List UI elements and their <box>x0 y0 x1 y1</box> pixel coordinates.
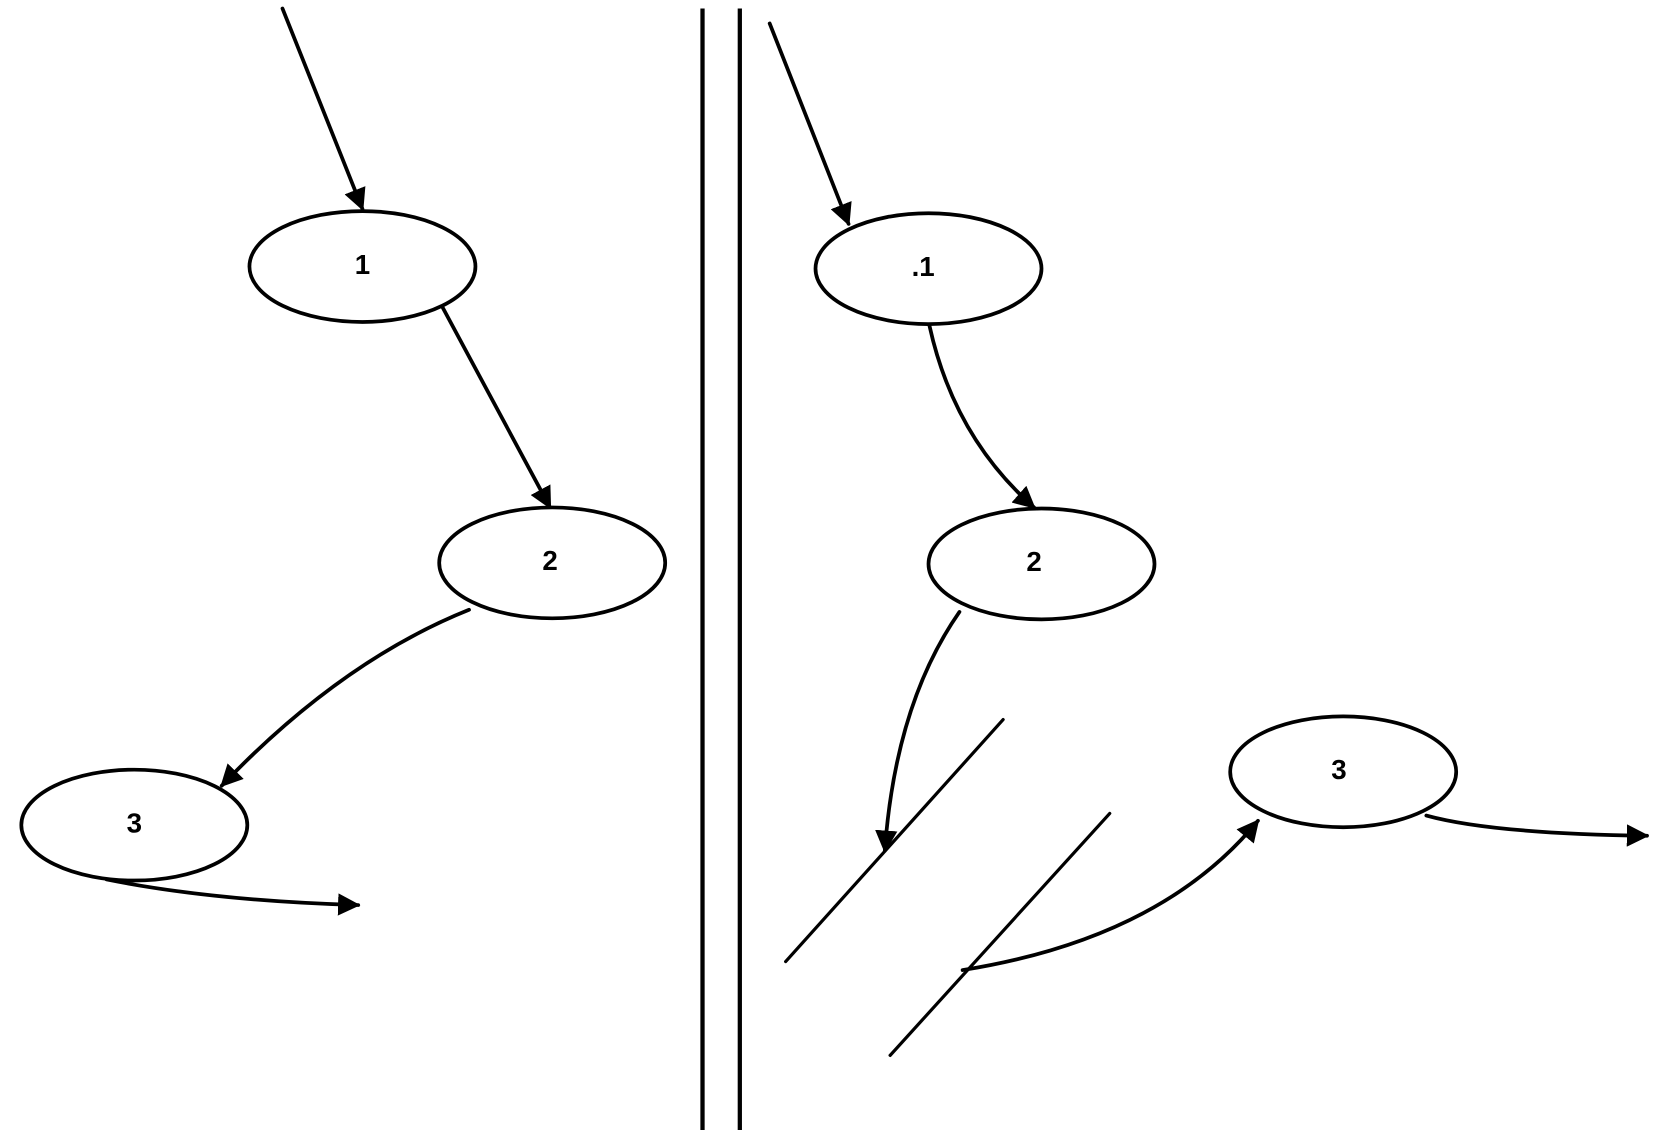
right-edge-1-to-2 <box>927 324 1036 510</box>
right-node-3 <box>1228 714 1459 830</box>
right-edge-2-to-break <box>875 610 962 853</box>
right-edge-start-to-1 <box>767 21 852 226</box>
left-edge-start-to-1 <box>280 6 366 212</box>
right-node-2 <box>926 506 1157 622</box>
left-panel: 1 2 3 <box>19 6 668 916</box>
right-node-3-label: 3 <box>1331 754 1346 785</box>
break-slash-2 <box>888 811 1112 1057</box>
left-node-2-label: 2 <box>542 545 557 576</box>
left-edge-1-to-2 <box>440 305 552 510</box>
right-node-1-label: .1 <box>912 251 935 282</box>
left-node-1 <box>247 209 478 324</box>
left-node-3-label: 3 <box>127 807 142 838</box>
left-edge-3-out <box>104 877 361 916</box>
left-node-2 <box>437 505 668 621</box>
break-slash-1 <box>784 717 1005 964</box>
right-node-2-label: 2 <box>1026 546 1041 577</box>
right-edge-3-out <box>1424 813 1650 847</box>
left-node-3 <box>19 767 250 883</box>
left-edge-2-to-3 <box>219 607 471 788</box>
left-node-1-label: 1 <box>355 249 370 280</box>
right-panel: .1 2 3 <box>767 21 1650 1057</box>
right-node-1 <box>813 211 1044 326</box>
right-edge-break-to-3 <box>960 818 1260 972</box>
